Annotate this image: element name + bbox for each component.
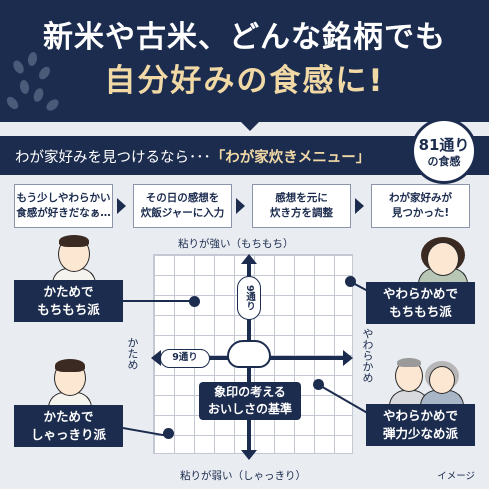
variations-badge: 81通り の食感	[411, 118, 477, 184]
image-note: イメージ	[437, 471, 475, 482]
zojirushi-standard-box: 象印の考える おいしさの基準	[199, 382, 301, 420]
badge-number: 81通り	[418, 136, 470, 154]
axis-top-label: 粘りが強い（もちもち）	[178, 238, 294, 250]
category-firm-crisp: かためで しゃっきり派	[14, 405, 123, 447]
step-3-line1: 感想を元に	[275, 192, 328, 204]
menu-band-lead: わが家好みを見つけるなら･･･	[15, 150, 211, 166]
step-2-line2: 炊飯ジャーに入力	[140, 207, 225, 219]
category-firm-sticky-line2: もちもち派	[37, 302, 100, 317]
category-firm-crisp-line2: しゃっきり派	[30, 427, 106, 442]
vertical-variations-pill: 9通り	[237, 276, 261, 320]
menu-band-text: わが家好みを見つけるなら･･･「わが家炊きメニュー」	[15, 146, 370, 167]
point-firm-sticky	[189, 296, 200, 307]
center-line2: おいしさの基準	[207, 402, 292, 416]
arrow-left-icon	[151, 350, 161, 366]
step-3: 感想を元に 炊き方を調整	[252, 184, 351, 228]
step-2: その日の感想を 炊飯ジャーに入力	[133, 184, 232, 228]
category-soft-less-elastic: やわらかめで 弾力少なめ派	[366, 404, 475, 446]
step-arrow-icon	[236, 198, 245, 214]
headline-line2: 自分好みの食感に!	[104, 63, 385, 99]
step-4-line1: わが家好みが	[389, 192, 452, 204]
connector-line	[123, 300, 195, 302]
category-soft-sticky-line2: もちもち派	[389, 304, 452, 319]
arrow-right-icon	[343, 350, 353, 366]
category-soft-less-elastic-line2: 弾力少なめ派	[382, 426, 458, 441]
axis-left-label: かため	[126, 337, 139, 370]
step-1-line1: もう少しやわらかい	[16, 192, 111, 204]
menu-band	[0, 136, 489, 175]
step-4: わが家好みが 見つかった!	[371, 184, 470, 228]
menu-band-highlight: 「わが家炊きメニュー」	[210, 150, 371, 166]
step-arrow-icon	[355, 198, 364, 214]
category-firm-sticky-line1: かためで	[43, 284, 94, 299]
point-firm-crisp	[163, 428, 174, 439]
header-pointer	[238, 119, 262, 131]
category-soft-sticky-line1: やわらかめで	[382, 286, 458, 301]
category-firm-crisp-line1: かためで	[43, 409, 94, 424]
badge-sub: の食感	[427, 155, 461, 168]
arrow-down-icon	[241, 450, 257, 460]
step-4-line2: 見つかった!	[391, 207, 450, 219]
step-2-line1: その日の感想を	[145, 192, 220, 204]
horizontal-variations-pill: 9通り	[160, 349, 210, 368]
arrow-up-icon	[241, 254, 257, 264]
point-soft-sticky	[345, 276, 356, 287]
step-arrow-icon	[117, 198, 126, 214]
category-soft-less-elastic-line1: やわらかめで	[382, 408, 458, 423]
category-firm-sticky: かためで もちもち派	[14, 280, 123, 322]
center-line1: 象印の考える	[214, 385, 286, 399]
step-1-line2: 食感が好きだなぁ…	[16, 207, 111, 219]
axis-right-label: やわらかめ	[361, 328, 374, 383]
headline-line1: 新米や古米、どんな銘柄でも	[43, 20, 446, 55]
category-soft-sticky: やわらかめで もちもち派	[366, 282, 475, 324]
point-soft-less-elastic	[313, 379, 324, 390]
header-banner: 新米や古米、どんな銘柄でも 自分好みの食感に!	[0, 0, 489, 122]
rice-bowl-icon	[227, 340, 271, 368]
step-1: もう少しやわらかい 食感が好きだなぁ…	[14, 184, 113, 228]
step-3-line2: 炊き方を調整	[270, 207, 333, 219]
axis-bottom-label: 粘りが弱い（しゃっきり）	[180, 470, 306, 482]
